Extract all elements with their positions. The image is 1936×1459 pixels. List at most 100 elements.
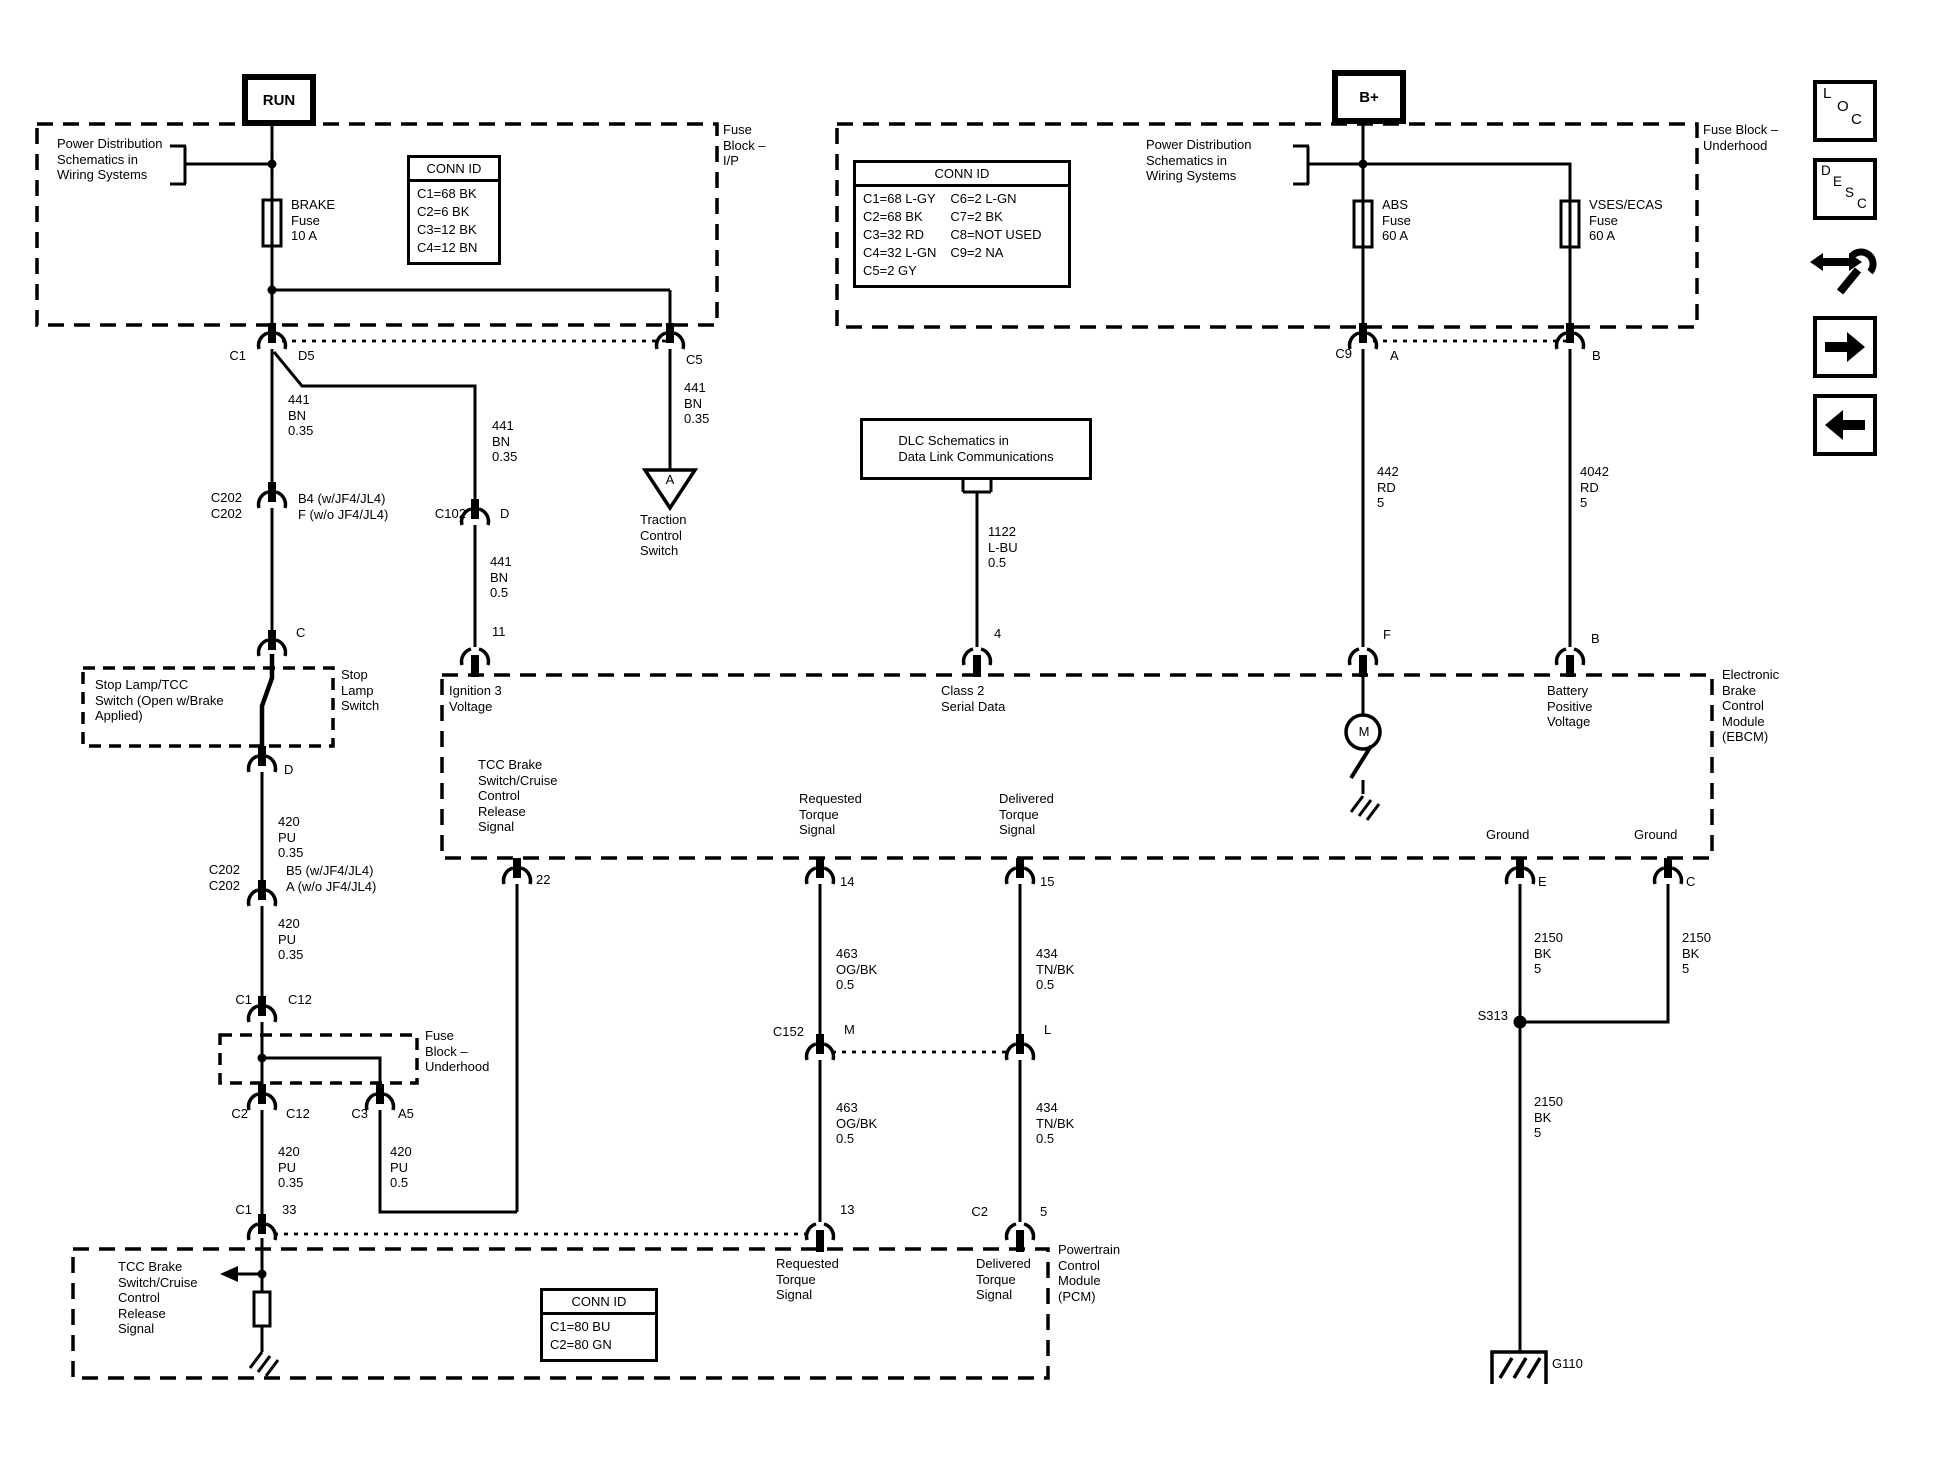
arrow-left-icon bbox=[1825, 410, 1865, 440]
fuse-block-ip-box bbox=[35, 122, 719, 327]
loc-letter: C bbox=[1851, 111, 1862, 128]
stop-lamp-switch-label: Stop Lamp Switch bbox=[341, 667, 380, 713]
traction-control-switch-label: Traction Control Switch bbox=[640, 512, 687, 558]
conn-id-row: C8=NOT USED bbox=[950, 227, 1042, 242]
conn-id-table-underhood: CONN ID C1=68 L-GY C2=68 BK C3=32 RD C4=… bbox=[853, 160, 1071, 288]
arrow-left-icon bbox=[220, 1266, 238, 1282]
previous-page-button[interactable] bbox=[1813, 394, 1877, 456]
conn-id-row: C2=80 GN bbox=[550, 1337, 612, 1352]
pin-label-d: D bbox=[500, 506, 510, 521]
stop-lamp-note: Stop Lamp/TCC Switch (Open w/Brake Appli… bbox=[95, 677, 224, 723]
loc-letter: O bbox=[1837, 98, 1849, 115]
pin-label-c1: C1 bbox=[229, 348, 246, 363]
wire-label-420: 420 PU 0.35 bbox=[278, 916, 304, 962]
connector-icon bbox=[1004, 1032, 1036, 1062]
conn-id-row: C2=68 BK bbox=[863, 209, 923, 224]
pin-label-a5: A5 bbox=[398, 1106, 414, 1121]
conn-id-row: C3=12 BK bbox=[417, 222, 477, 237]
triangle-terminal-label: A bbox=[665, 472, 675, 487]
connector-icon bbox=[1652, 856, 1684, 886]
wrench-arrows-icon bbox=[1810, 248, 1877, 295]
wire-label-420b: 420 PU 0.5 bbox=[390, 1144, 412, 1190]
ground-icon bbox=[248, 1351, 280, 1377]
harness-routing-button[interactable] bbox=[1808, 234, 1878, 298]
junction-dot bbox=[257, 1269, 267, 1279]
signal-requested: Requested Torque Signal bbox=[799, 791, 862, 837]
pin-label-14: 14 bbox=[840, 874, 855, 889]
pin-label-c5: C5 bbox=[686, 352, 703, 367]
pin-label-22: 22 bbox=[536, 872, 551, 887]
next-page-button[interactable] bbox=[1813, 316, 1877, 378]
junction-dot bbox=[267, 159, 277, 169]
resistor-symbol bbox=[252, 1290, 272, 1328]
conn-id-row: C4=12 BN bbox=[417, 240, 478, 255]
connector-icon bbox=[246, 1082, 278, 1112]
signal-requested: Requested Torque Signal bbox=[776, 1256, 839, 1302]
loc-letter: L bbox=[1823, 85, 1832, 102]
pin-label-33: 33 bbox=[282, 1202, 297, 1217]
conn-id-title: CONN ID bbox=[856, 163, 1068, 187]
signal-tcc: TCC Brake Switch/Cruise Control Release … bbox=[478, 757, 558, 834]
pin-label-b: B bbox=[1592, 348, 1601, 363]
pin-label-11: 11 bbox=[492, 624, 506, 639]
motor-label: M bbox=[1358, 724, 1370, 739]
connector-icon bbox=[1504, 856, 1536, 886]
wires bbox=[238, 112, 1670, 1352]
run-terminal-label: RUN bbox=[262, 91, 296, 109]
wire-label-2150: 2150 BK 5 bbox=[1682, 930, 1711, 976]
dlc-reference-box: DLC Schematics in Data Link Communicatio… bbox=[860, 418, 1092, 480]
pin-label-5: 5 bbox=[1040, 1204, 1048, 1219]
run-terminal: RUN bbox=[242, 74, 316, 126]
connector-icon bbox=[246, 744, 278, 774]
pin-label-l: L bbox=[1044, 1022, 1052, 1037]
connector-icon bbox=[246, 1212, 278, 1242]
ground-label-g110: G110 bbox=[1552, 1356, 1583, 1371]
brake-fuse-symbol bbox=[261, 198, 283, 248]
pin-label-c2: C2 bbox=[971, 1204, 988, 1219]
pin-label-c: C bbox=[296, 625, 306, 640]
pin-label-f: F bbox=[1383, 627, 1391, 642]
pcm-box bbox=[71, 1247, 1050, 1380]
wire-label-420: 420 PU 0.35 bbox=[278, 814, 304, 860]
pin-label-d: D bbox=[284, 762, 294, 777]
junction-dot bbox=[267, 285, 277, 295]
wire-label-441: 441 BN 0.35 bbox=[492, 418, 518, 464]
signal-class2: Class 2 Serial Data bbox=[941, 683, 1006, 714]
desc-letter: C bbox=[1857, 196, 1867, 211]
signal-tcc: TCC Brake Switch/Cruise Control Release … bbox=[118, 1259, 198, 1336]
fuse-block-underhood2-box bbox=[218, 1033, 419, 1085]
conn-id-row: C7=2 BK bbox=[950, 209, 1003, 224]
pin-label-d5: D5 bbox=[298, 348, 315, 363]
signal-delivered: Delivered Torque Signal bbox=[976, 1256, 1031, 1302]
pin-label-c152: C152 bbox=[772, 1024, 804, 1039]
pin-label-c1: C1 bbox=[235, 992, 252, 1007]
conn-id-row: C2=6 BK bbox=[417, 204, 470, 219]
pin-label-c102: C102 bbox=[434, 506, 466, 521]
fuse-block-ip-label: Fuse Block – I/P bbox=[723, 122, 766, 168]
fuse-block-underhood-label: Fuse Block – Underhood bbox=[1703, 122, 1779, 153]
fuse-block-underhood2-label: Fuse Block – Underhood bbox=[425, 1028, 490, 1074]
conn-id-row: C4=32 L-GN bbox=[863, 245, 937, 260]
wire-label-463: 463 OG/BK 0.5 bbox=[836, 946, 878, 992]
loc-button[interactable]: L O C bbox=[1813, 80, 1877, 142]
pin-label-c12: C12 bbox=[288, 992, 312, 1007]
conn-id-row: C9=2 NA bbox=[950, 245, 1004, 260]
connector-icon bbox=[256, 628, 288, 658]
wire-label-434: 434 TN/BK 0.5 bbox=[1036, 946, 1075, 992]
signal-ignition3: Ignition 3 Voltage bbox=[449, 683, 502, 714]
desc-button[interactable]: D E S C bbox=[1813, 158, 1877, 220]
pin-label-c2: C2 bbox=[231, 1106, 248, 1121]
connector-icon bbox=[1004, 856, 1036, 886]
pin-label-c: C bbox=[1686, 874, 1696, 889]
connector-icon bbox=[654, 321, 686, 351]
connector-icon bbox=[961, 647, 993, 679]
motor-icon bbox=[1344, 713, 1382, 751]
pin-label-a: A bbox=[1390, 348, 1399, 363]
conn-id-row: C1=68 L-GY bbox=[863, 191, 936, 206]
conn-id-table-ip: CONN ID C1=68 BK C2=6 BK C3=12 BK C4=12 … bbox=[407, 155, 501, 265]
s313-splice-dot bbox=[1513, 1015, 1527, 1029]
vses-fuse-symbol bbox=[1559, 199, 1581, 249]
conn-id-row: C5=2 GY bbox=[863, 263, 917, 278]
